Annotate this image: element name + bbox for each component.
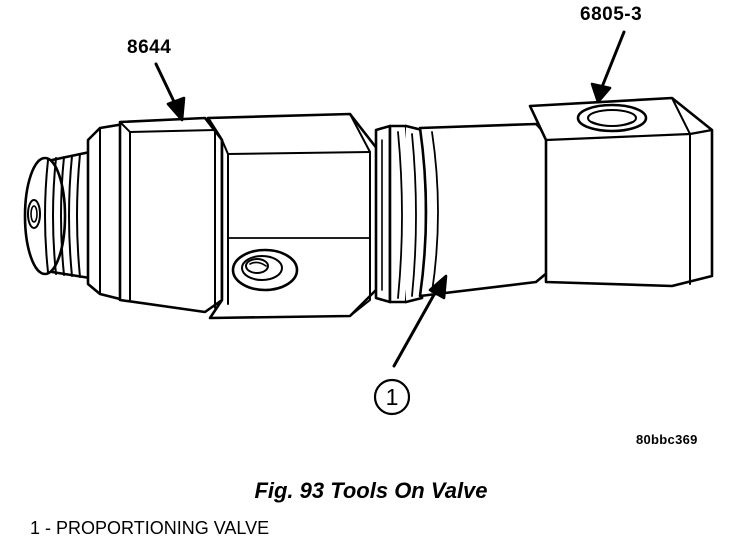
legend-separator: - (45, 518, 52, 538)
threaded-end (23, 150, 92, 280)
tool-6805-3-fitting (528, 96, 714, 288)
tool-label-8644: 8644 (127, 37, 172, 58)
callout-number-1: 1 (386, 384, 399, 410)
legend-number: 1 (30, 518, 41, 538)
callout-circle-1: 1 (373, 378, 411, 416)
tool-label-6805-3: 6805-3 (580, 4, 643, 25)
collar (86, 122, 126, 302)
legend-text: PROPORTIONING VALVE (56, 518, 270, 538)
figure-caption: Fig. 93 Tools On Valve (254, 478, 488, 503)
tool-8644-hex-front (118, 116, 224, 314)
tool-8644-hex-rear (206, 112, 380, 320)
side-port (231, 248, 299, 292)
arrow-6805-3 (590, 30, 626, 104)
legend-item: 1 - PROPORTIONING VALVE (30, 518, 269, 539)
arrow-item-1 (392, 274, 448, 368)
proportioning-valve-body (418, 122, 562, 298)
arrow-8644 (154, 62, 186, 122)
ring-grooves (374, 124, 428, 304)
figure-reference-code: 80bbc369 (636, 432, 698, 447)
